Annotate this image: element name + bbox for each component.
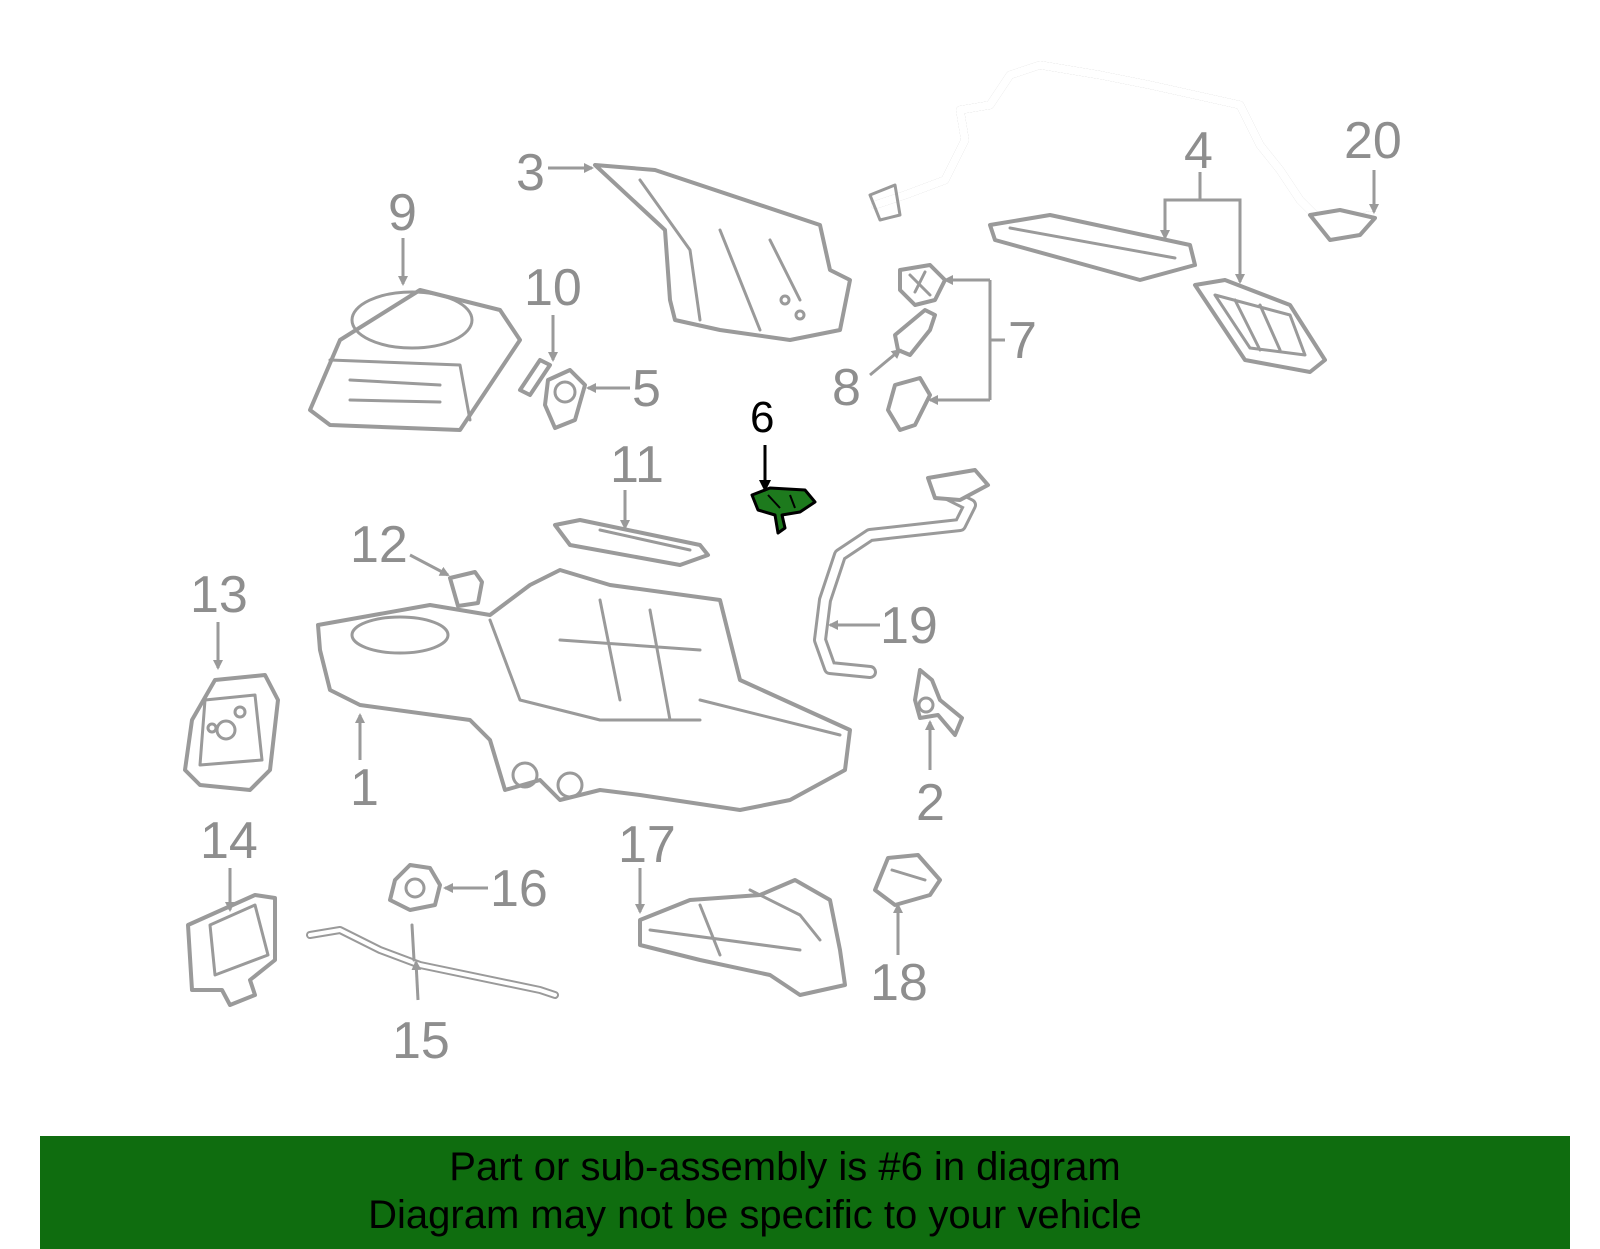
- callout-labels: 1 2 3 4 5 6 7 8 9 10 11 12 13 14 15 16 1…: [190, 112, 1402, 1070]
- part-18-actuator[interactable]: [873, 853, 942, 907]
- callout-16: 16: [490, 860, 548, 918]
- part-17-duct-assembly[interactable]: [638, 878, 847, 997]
- callout-9: 9: [388, 184, 417, 242]
- part-7-actuator-lower[interactable]: [886, 376, 932, 432]
- callout-8: 8: [832, 359, 861, 417]
- leader-lines: [213, 163, 1379, 1001]
- part-4-door-lower[interactable]: [1193, 278, 1327, 374]
- part-14-duct[interactable]: [186, 893, 277, 1007]
- callout-17: 17: [618, 816, 676, 874]
- callout-10: 10: [524, 259, 582, 317]
- callout-12: 12: [350, 516, 408, 574]
- callout-13: 13: [190, 566, 248, 624]
- callout-4: 4: [1184, 122, 1213, 180]
- part-11-top-cover[interactable]: [553, 518, 710, 567]
- banner-vehicle-disclaimer: Diagram may not be specific to your vehi…: [368, 1193, 1142, 1237]
- part-6-highlighted-actuator[interactable]: [750, 486, 817, 535]
- part-19-hose[interactable]: [813, 468, 990, 679]
- part-20-harness[interactable]: [868, 61, 1377, 242]
- part-16-motor[interactable]: [388, 863, 442, 912]
- callout-3: 3: [516, 144, 545, 202]
- callout-15: 15: [392, 1012, 450, 1070]
- callout-20: 20: [1344, 112, 1402, 170]
- part-12-clip[interactable]: [448, 570, 484, 608]
- callout-19: 19: [880, 597, 938, 655]
- banner-part-note: Part or sub-assembly is #6 in diagram: [449, 1145, 1121, 1189]
- part-15-cable[interactable]: [306, 923, 559, 999]
- callout-2: 2: [916, 774, 945, 832]
- part-9-blower-housing[interactable]: [308, 288, 522, 432]
- callout-11: 11: [610, 436, 664, 494]
- part-3-duct-panel[interactable]: [593, 163, 852, 342]
- info-banner: Part or sub-assembly is #6 in diagram Di…: [40, 1136, 1570, 1249]
- callout-18: 18: [870, 954, 928, 1012]
- part-10-bracket[interactable]: [518, 358, 552, 397]
- callout-1: 1: [350, 759, 379, 817]
- callout-6: 6: [750, 393, 774, 442]
- part-2-clip[interactable]: [913, 668, 964, 737]
- callout-5: 5: [632, 360, 661, 418]
- callout-14: 14: [200, 812, 258, 870]
- part-13-filter-cover[interactable]: [183, 673, 280, 792]
- part-5-actuator[interactable]: [543, 368, 587, 430]
- part-1-hvac-case[interactable]: [316, 568, 852, 812]
- part-7-actuator-upper[interactable]: [898, 263, 947, 307]
- callout-7: 7: [1008, 312, 1037, 370]
- part-4-door-upper[interactable]: [988, 213, 1197, 282]
- part-8-link[interactable]: [893, 308, 937, 357]
